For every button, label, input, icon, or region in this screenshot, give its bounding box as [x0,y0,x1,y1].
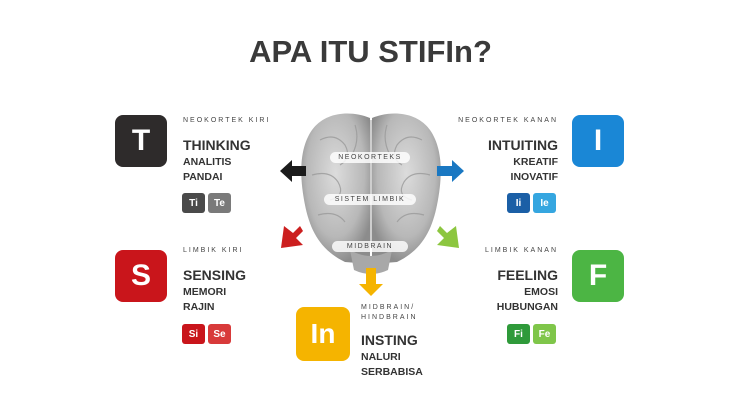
arrow-intuiting [437,160,464,182]
chip-fi: Fi [507,324,530,344]
feeling-trait-1: EMOSI [524,286,558,298]
insting-caption-2: HINDBRAIN [361,314,418,321]
thinking-trait-1: ANALITIS [183,156,232,168]
feeling-caption: LIMBIK KANAN [484,247,558,254]
sensing-trait-2: RAJIN [183,301,215,313]
brain-image [301,113,441,274]
thinking-trait-2: PANDAI [183,171,223,183]
chip-se: Se [208,324,231,344]
intuiting-trait-2: INOVATIF [510,171,558,183]
chip-te: Te [208,193,231,213]
chip-ii: Ii [507,193,530,213]
intuiting-trait-1: KREATIF [513,156,558,168]
thinking-tile: T [115,115,167,167]
chip-ti: Ti [182,193,205,213]
chip-fe: Fe [533,324,556,344]
insting-trait-1: NALURI [361,351,401,363]
chip-si: Si [182,324,205,344]
feeling-tile: F [572,250,624,302]
insting-caption-1: MIDBRAIN/ [361,304,416,311]
intuiting-caption: NEOKORTEK KANAN [458,117,558,124]
feeling-trait-2: HUBUNGAN [496,301,558,313]
sensing-tile: S [115,250,167,302]
intuiting-name: INTUITING [488,137,558,153]
insting-trait-2: SERBABISA [361,366,423,378]
brain-label-limbik: SISTEM LIMBIK [324,194,416,205]
page-title: APA ITU STIFIn? [249,34,492,69]
insting-name: INSTING [361,332,418,348]
brain-label-midbrain: MIDBRAIN [332,241,408,252]
intuiting-tile: I [572,115,624,167]
chip-ie: Ie [533,193,556,213]
arrow-sensing [281,226,303,248]
insting-tile: In [296,307,350,361]
arrow-feeling [437,226,459,248]
sensing-caption: LIMBIK KIRI [183,247,244,254]
sensing-trait-1: MEMORI [183,286,227,298]
sensing-name: SENSING [183,267,247,283]
thinking-caption: NEOKORTEK KIRI [183,117,271,124]
brain-label-neokorteks: NEOKORTEKS [330,152,410,163]
arrow-insting [359,268,383,296]
feeling-name: FEELING [497,267,558,283]
thinking-name: THINKING [183,137,251,153]
arrow-thinking [280,160,306,182]
